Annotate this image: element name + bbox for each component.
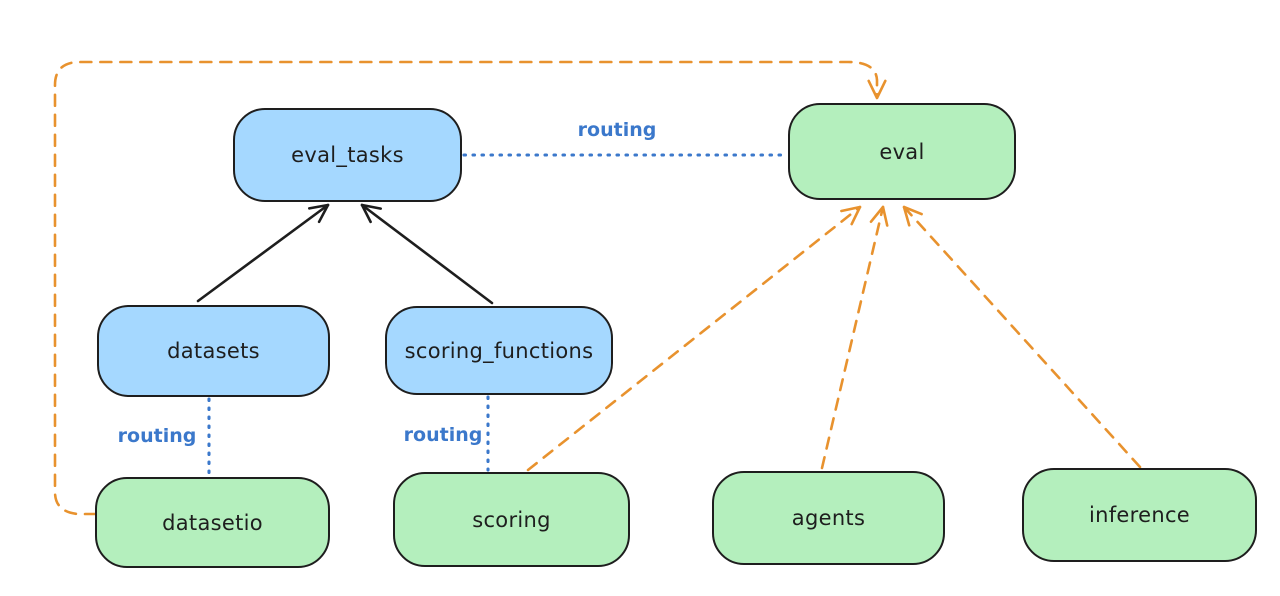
node-label: eval <box>879 139 925 164</box>
node-eval_tasks: eval_tasks <box>233 108 462 202</box>
node-label: datasetio <box>162 510 263 535</box>
node-label: inference <box>1088 503 1191 527</box>
arrowhead-inference-to-eval <box>902 205 923 227</box>
arrowhead-scoring-to-eval <box>840 205 862 226</box>
node-scoring: scoring <box>393 472 630 567</box>
node-label: datasets <box>167 339 260 363</box>
node-inference: inference <box>1022 468 1257 562</box>
edge-datasetio-to-eval-loop <box>53 60 879 516</box>
node-agents: agents <box>712 471 945 565</box>
arrowhead-datasets-to-eval_tasks <box>308 203 330 224</box>
edge-datasets-to-eval_tasks <box>196 203 330 303</box>
node-datasetio: datasetio <box>95 477 330 568</box>
node-label: agents <box>791 506 866 530</box>
edge-inference-to-eval <box>902 205 1142 469</box>
node-datasets: datasets <box>97 305 330 397</box>
edge-label-datasets-to-datasetio-routing: routing <box>117 425 197 447</box>
edge-label-scoring_functions-to-scoring-routing: routing <box>403 424 483 446</box>
node-label: scoring <box>472 507 551 532</box>
edge-scoring_functions-to-eval_tasks <box>360 203 494 305</box>
node-label: eval_tasks <box>291 143 404 167</box>
edge-label-eval_tasks-to-eval-routing: routing <box>577 119 657 141</box>
node-scoring_functions: scoring_functions <box>385 306 613 395</box>
node-label: scoring_functions <box>404 338 594 363</box>
edge-scoring-to-eval <box>526 205 862 472</box>
arrowhead-scoring_functions-to-eval_tasks <box>360 203 382 224</box>
arrowhead-agents-to-eval <box>869 205 889 227</box>
edge-agents-to-eval <box>820 205 885 470</box>
arrowhead-datasetio-to-eval-loop <box>867 79 887 100</box>
node-eval: eval <box>788 103 1016 200</box>
